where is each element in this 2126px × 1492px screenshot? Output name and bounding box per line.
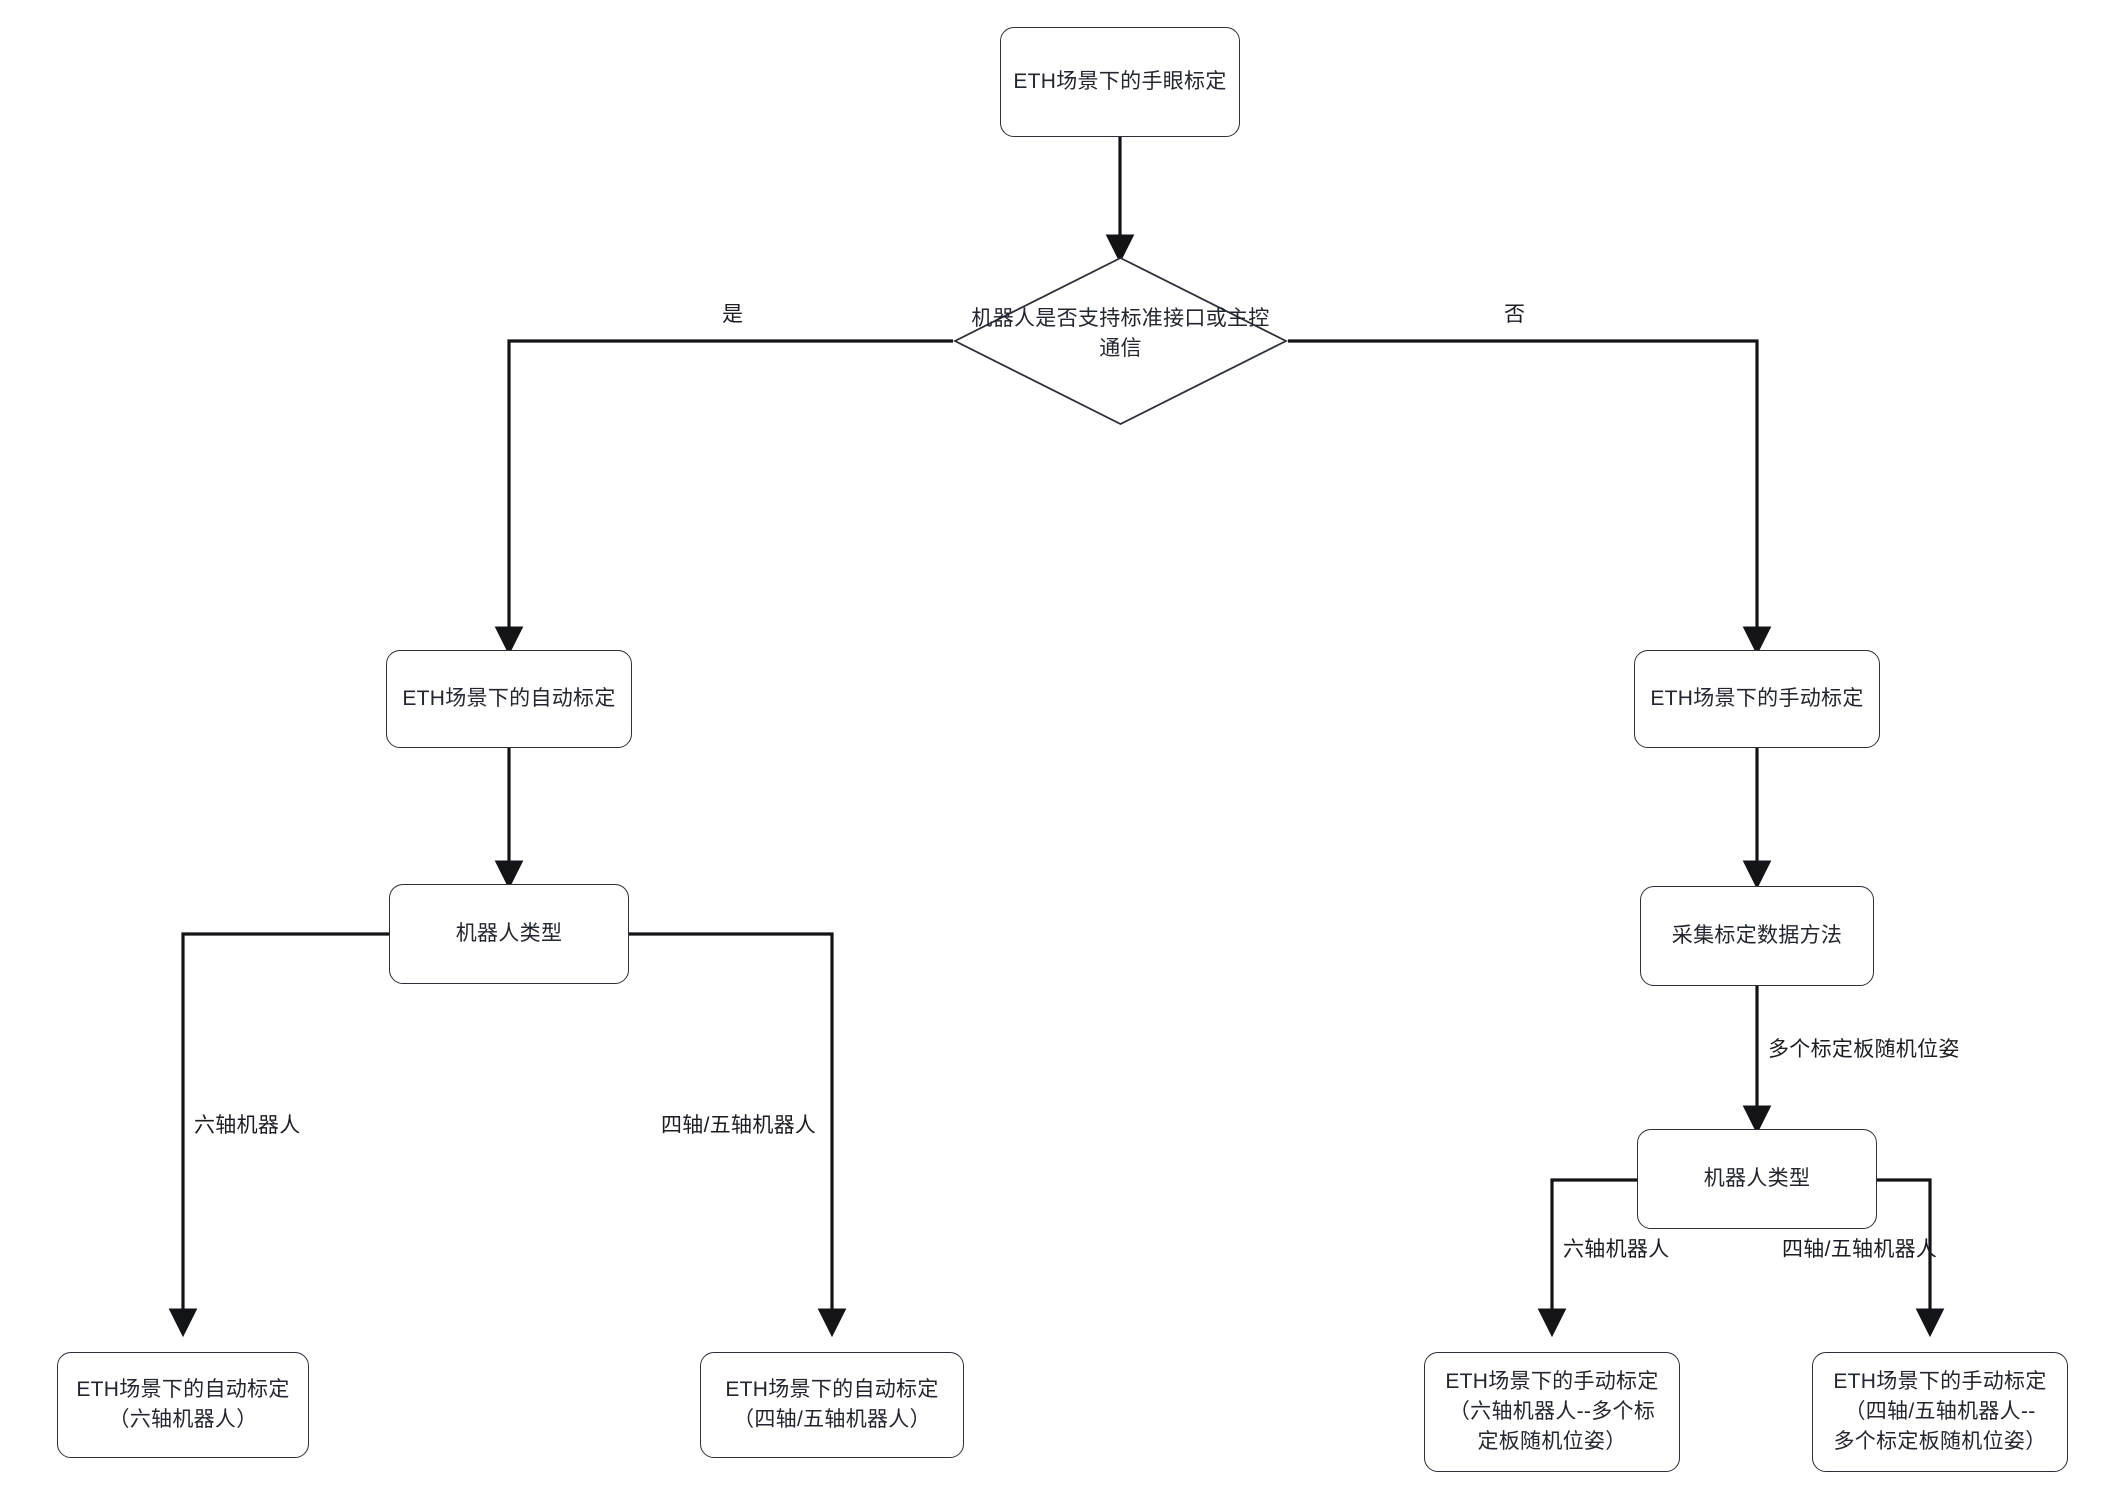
node-manual-calibration[interactable]: ETH场景下的手动标定 [1634, 650, 1880, 748]
node-collect-method-label: 采集标定数据方法 [1671, 924, 1843, 948]
node-decision[interactable]: 机器人是否支持标准接口或主控 通信 [953, 256, 1288, 426]
edge-label-no: 否 [1504, 303, 1526, 326]
node-robot-type-right[interactable]: 机器人类型 [1637, 1129, 1877, 1229]
edge-decision-yes [494, 339, 953, 656]
edge-label-right-six-axis: 六轴机器人 [1563, 1238, 1670, 1261]
decision-shape [953, 256, 1288, 426]
edge-label-left-six-axis: 六轴机器人 [194, 1114, 301, 1137]
node-auto-six-axis-label: ETH场景下的自动标定 （六轴机器人） [76, 1378, 290, 1431]
node-auto-calibration-label: ETH场景下的自动标定 [402, 687, 616, 711]
node-robot-type-right-label: 机器人类型 [1703, 1167, 1811, 1191]
node-manual-six-axis-label: ETH场景下的手动标定 （六轴机器人--多个标 定板随机位姿） [1445, 1370, 1659, 1453]
node-manual-four-five-axis[interactable]: ETH场景下的手动标定 （四轴/五轴机器人-- 多个标定板随机位姿） [1812, 1352, 2068, 1472]
node-robot-type-left-label: 机器人类型 [455, 922, 563, 946]
node-root[interactable]: ETH场景下的手眼标定 [1000, 27, 1240, 137]
node-root-label: ETH场景下的手眼标定 [1013, 70, 1227, 94]
node-auto-four-five-axis[interactable]: ETH场景下的自动标定 （四轴/五轴机器人） [700, 1352, 964, 1458]
edge-label-left-four-five-axis: 四轴/五轴机器人 [661, 1114, 817, 1137]
edge-label-multi-board-random-pose: 多个标定板随机位姿 [1768, 1038, 1960, 1061]
node-auto-calibration[interactable]: ETH场景下的自动标定 [386, 650, 632, 748]
node-auto-six-axis[interactable]: ETH场景下的自动标定 （六轴机器人） [57, 1352, 309, 1458]
node-decision-label: 机器人是否支持标准接口或主控 通信 [971, 307, 1270, 360]
node-robot-type-left[interactable]: 机器人类型 [389, 884, 629, 984]
node-manual-calibration-label: ETH场景下的手动标定 [1650, 687, 1864, 711]
edge-decision-no [1288, 339, 1772, 656]
edge-label-right-four-five-axis: 四轴/五轴机器人 [1782, 1238, 1938, 1261]
node-collect-method[interactable]: 采集标定数据方法 [1640, 886, 1874, 986]
node-auto-four-five-axis-label: ETH场景下的自动标定 （四轴/五轴机器人） [725, 1378, 939, 1431]
node-manual-six-axis[interactable]: ETH场景下的手动标定 （六轴机器人--多个标 定板随机位姿） [1424, 1352, 1680, 1472]
node-manual-four-five-axis-label: ETH场景下的手动标定 （四轴/五轴机器人-- 多个标定板随机位姿） [1833, 1370, 2047, 1453]
edge-label-yes: 是 [722, 303, 744, 326]
